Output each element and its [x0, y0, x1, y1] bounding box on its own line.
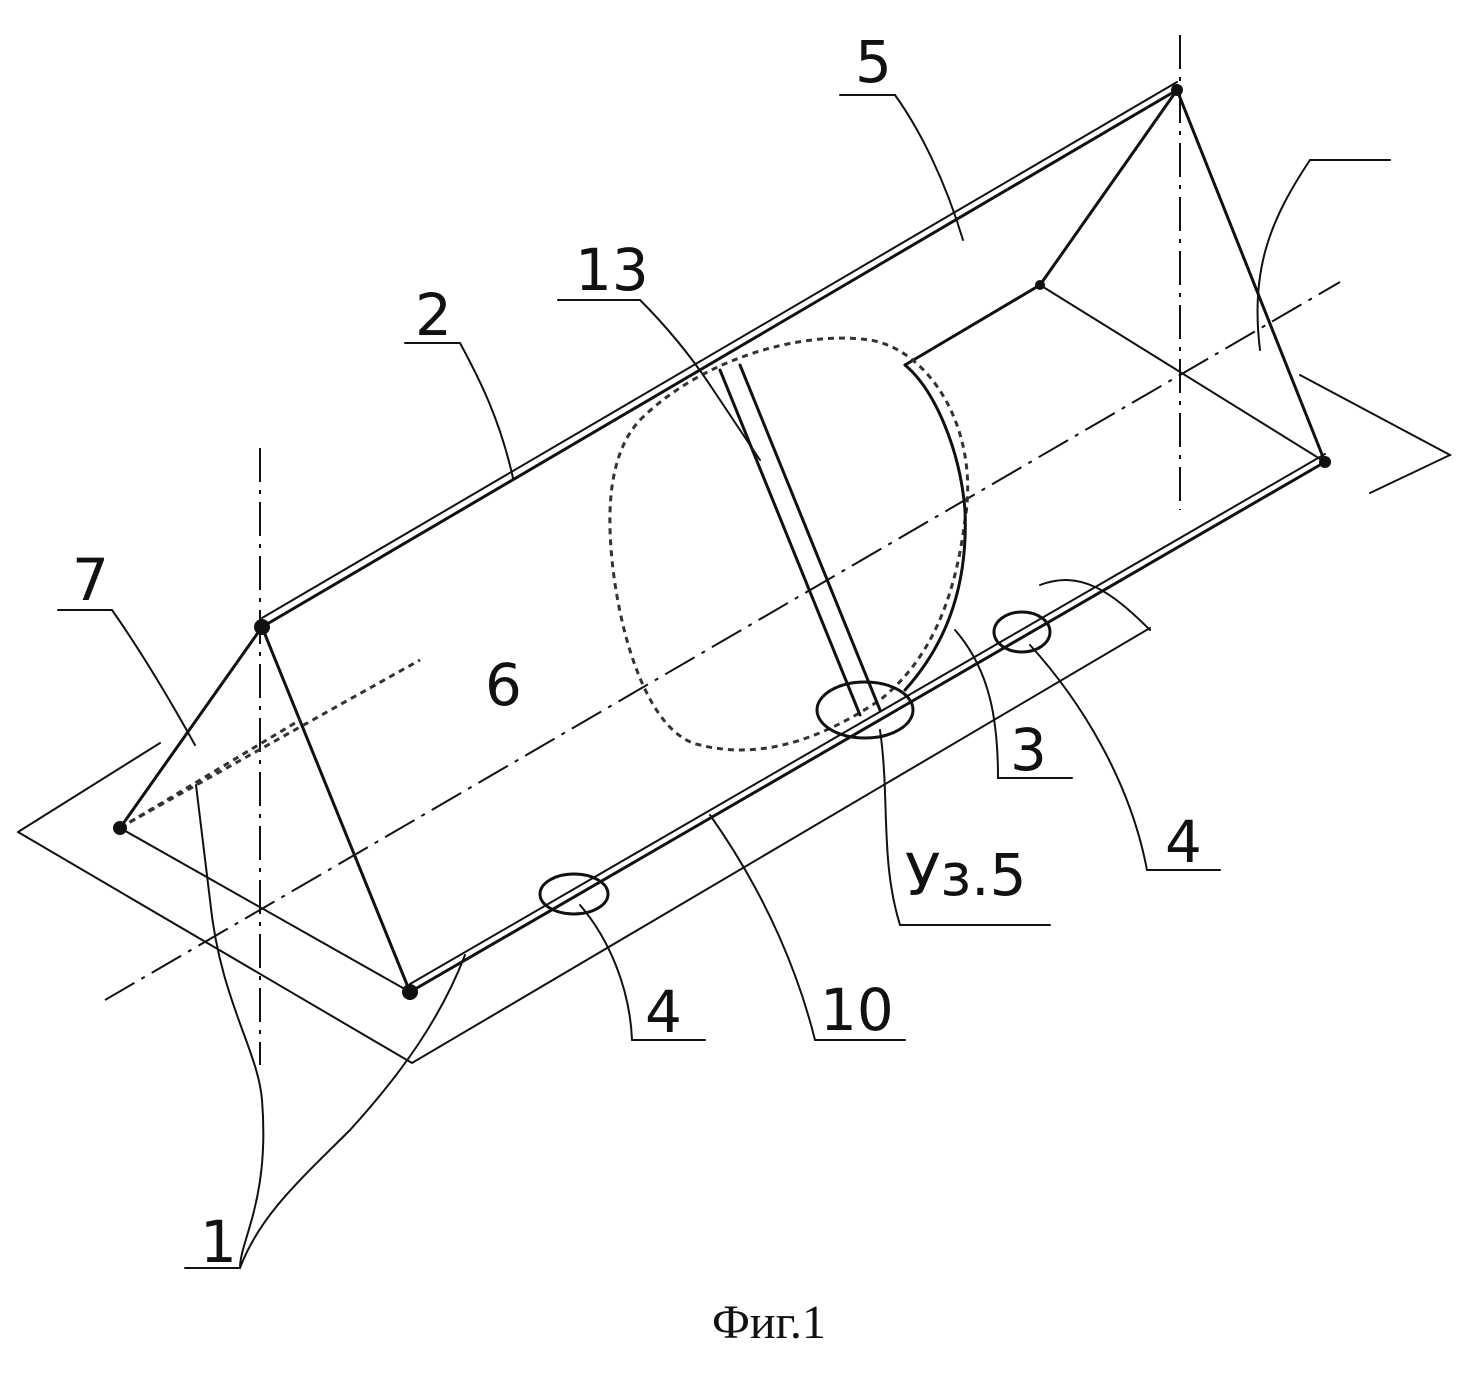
label-6: 6	[485, 651, 522, 719]
door-frame-edge	[905, 365, 965, 690]
label-3: 3	[1010, 716, 1047, 784]
label-4-left: 4	[645, 978, 682, 1046]
label-7: 7	[72, 546, 109, 614]
label-4-right: 4	[1165, 808, 1202, 876]
label-2: 2	[415, 281, 452, 349]
front-base-rail	[410, 462, 1325, 992]
leader-2-curve	[460, 343, 513, 478]
base-outline-right	[1300, 375, 1450, 493]
leader-right-top-curve	[1257, 160, 1310, 350]
leader-5-curve	[895, 95, 963, 240]
right-end-hidden-edge	[1040, 285, 1325, 462]
label-5: 5	[855, 28, 892, 96]
leader-4-right-curve	[1030, 645, 1147, 870]
leader-uz5-curve	[880, 730, 900, 925]
leader-1-curves	[196, 785, 465, 1268]
back-base-rail	[905, 285, 1040, 365]
leader-4-left-curve	[580, 905, 632, 1040]
left-end-frame	[120, 627, 410, 992]
label-13: 13	[575, 236, 649, 304]
back-base-rail-hidden	[130, 660, 420, 822]
ridge-edge-inner	[262, 82, 1177, 618]
ridge-edge	[262, 90, 1177, 627]
main-axis-line	[105, 282, 1340, 1000]
leader-3-curve	[955, 630, 998, 778]
label-detail-uz5: Уз.5	[905, 841, 1027, 909]
base-outline-left	[18, 743, 160, 832]
leader-10-curve	[710, 815, 815, 1040]
fastener-4-right	[994, 612, 1050, 652]
leader-13-curve	[640, 300, 710, 385]
label-10: 10	[820, 976, 894, 1044]
partition-13-b	[740, 365, 880, 710]
leader-right-mid	[1040, 580, 1150, 630]
label-1: 1	[200, 1208, 237, 1276]
leader-7-curve	[112, 610, 195, 745]
partition-13-a	[720, 370, 860, 715]
fastener-4-left	[540, 874, 608, 914]
left-end-hidden-edge	[120, 720, 300, 828]
door-opening	[610, 338, 968, 750]
figure-caption: Фиг.1	[712, 1296, 826, 1349]
left-base-back-edge	[120, 828, 410, 992]
